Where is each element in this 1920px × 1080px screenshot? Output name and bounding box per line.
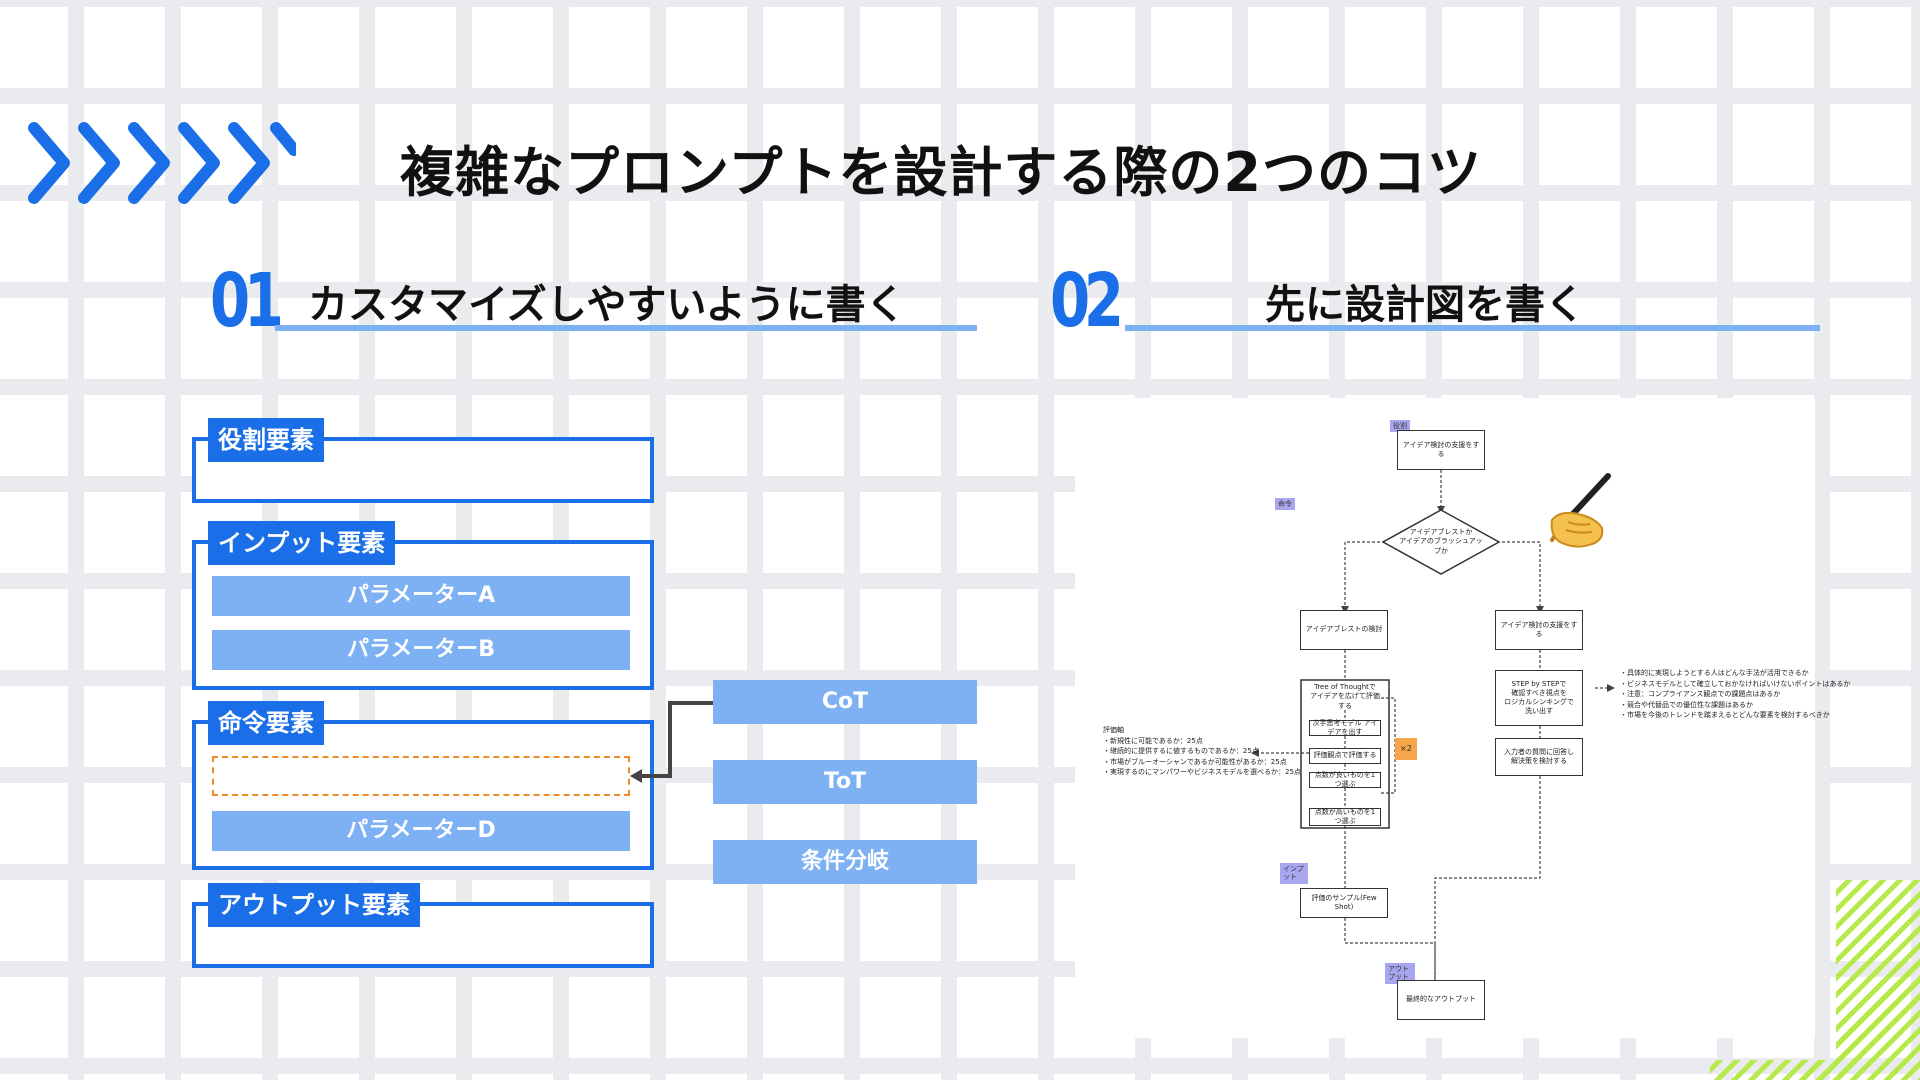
technique-cot: CoT xyxy=(713,680,977,724)
note-command: 命令 xyxy=(1275,498,1295,511)
criteria-item: 評価軸 xyxy=(1103,726,1124,734)
flowchart-connectors xyxy=(1251,470,1615,988)
section-underline-1 xyxy=(275,325,977,331)
node-tot: Tree of Thoughtで アイデアを広げて評価する xyxy=(1310,683,1380,710)
node-start: アイデア検討の支援をする xyxy=(1397,430,1485,470)
question-item: ・具体的に実現しようとする人はどんな手法が活用できるか xyxy=(1620,669,1809,677)
command-label: 命令要素 xyxy=(208,701,324,745)
node-final: 最終的なアウトプット xyxy=(1397,980,1485,1020)
criteria-item: ・継続的に提供するに値するものであるか：25点 xyxy=(1103,747,1259,755)
node-support: アイデア検討の支援をする xyxy=(1495,610,1583,650)
criteria-item: ・市場がブルーオーシャンであるか可能性があるか：25点 xyxy=(1103,757,1287,766)
role-label: 役割要素 xyxy=(208,418,324,462)
criteria-list: 評価軸 ・新規性に可能であるか：25点 ・継続的に提供するに値するものであるか：… xyxy=(1103,725,1301,778)
section-number-1: 01 xyxy=(210,258,284,344)
technique-tot: ToT xyxy=(713,760,977,804)
page-title: 複雑なプロンプトを設計する際の2つのコツ xyxy=(400,141,1482,204)
node-step: STEP by STEPで 確認すべき視点を ロジカルシンキングで 洗い出す xyxy=(1495,670,1583,726)
question-item: ・ビジネスモデルとして確立しておかなければいけないポイントはあるか xyxy=(1620,679,1851,688)
question-item: ・注意：コンプライアンス観点での課題点はあるか xyxy=(1620,690,1781,698)
section-title-1: カスタマイズしやすいように書く xyxy=(308,282,906,328)
criteria-item: ・新規性に可能であるか：25点 xyxy=(1103,736,1203,745)
node-t4: 点数が高いものを1つ選ぶ xyxy=(1309,808,1381,826)
section-title-2: 先に設計図を書く xyxy=(1265,282,1585,328)
parameter-d: パラメーターD xyxy=(212,811,630,851)
note-output: アウトプット xyxy=(1385,963,1415,984)
connector-arrow xyxy=(630,701,713,783)
question-item: ・競合や代替品での優位性な課題はあるか xyxy=(1620,700,1753,709)
note-x2: ×2 xyxy=(1395,738,1417,760)
node-t2: 評価観点で評価する xyxy=(1309,748,1381,764)
node-t3: 点数が良いものを1つ選ぶ xyxy=(1309,771,1381,788)
section-underline-2 xyxy=(1125,325,1820,331)
output-box xyxy=(192,902,654,968)
flowchart-panel: 役割 命令 インプット アウトプット ×2 アイデア検討の支援をする アイデアブ… xyxy=(1075,398,1850,1038)
criteria-item: ・実現するのにマンパワーやビジネスモデルを選べるか：25点 xyxy=(1103,768,1301,776)
questions-list: ・具体的に実現しようとする人はどんな手法が活用できるか ・ビジネスモデルとして確… xyxy=(1620,668,1850,721)
node-t1: 次手思考モデル アイデアを出す xyxy=(1309,719,1381,736)
writing-hand-icon xyxy=(1550,473,1611,548)
note-role: 役割 xyxy=(1390,420,1410,433)
chevron-right-icon xyxy=(28,122,296,204)
node-decision: アイデアブレストか アイデアのブラッシュアップか xyxy=(1399,528,1483,555)
node-brainstorm: アイデアブレストの検討 xyxy=(1300,610,1388,650)
parameter-b: パラメーターB xyxy=(212,630,630,670)
question-item: ・市場を今後のトレンドを踏まえるとどんな要素を検討するべきか xyxy=(1620,711,1830,719)
parameter-a: パラメーターA xyxy=(212,576,630,616)
section-number-2: 02 xyxy=(1050,258,1124,344)
node-fewshot: 評価のサンプル(Few Shot) xyxy=(1300,888,1388,918)
output-label: アウトプット要素 xyxy=(208,883,420,927)
input-label: インプット要素 xyxy=(208,521,396,565)
technique-conditional: 条件分岐 xyxy=(713,840,977,884)
node-improve: 入力者の質問に回答し 解決策を検討する xyxy=(1495,738,1583,776)
dashed-placeholder xyxy=(212,756,630,796)
note-input: インプット xyxy=(1280,863,1308,884)
